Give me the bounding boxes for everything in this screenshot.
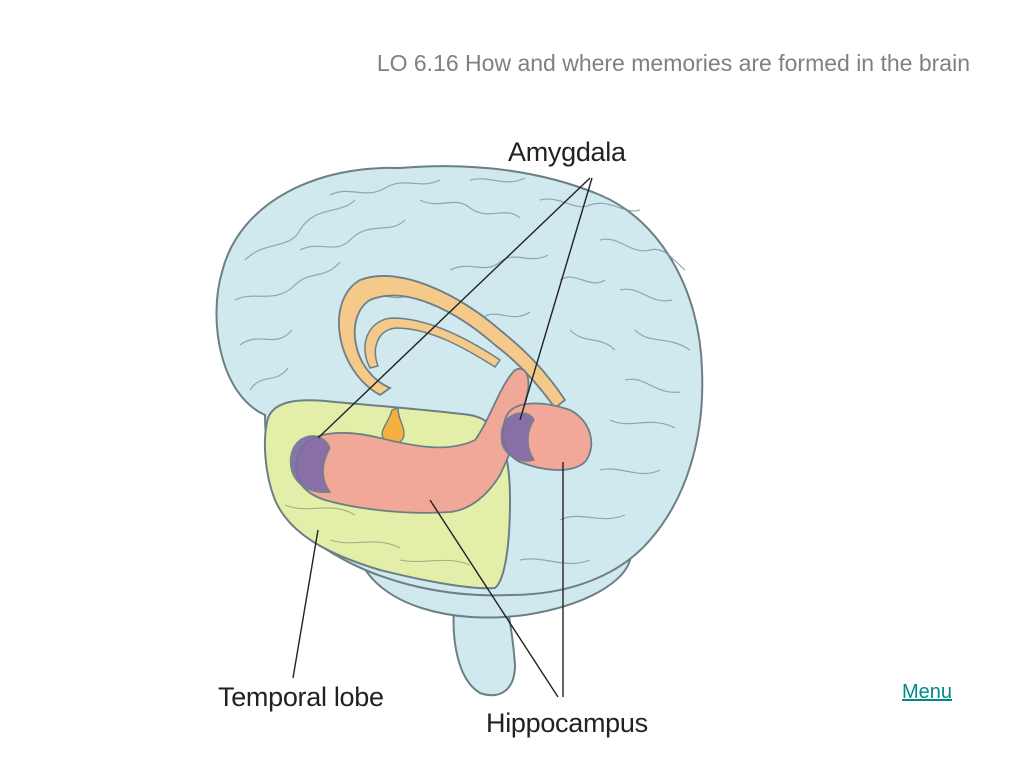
amygdala-left [289,435,332,494]
slide-title: LO 6.16 How and where memories are forme… [376,50,970,76]
temporal-lobe-label: Temporal lobe [218,682,384,712]
brain-folds [234,177,691,565]
hippocampus-leader-left [429,499,559,698]
brain-stem [452,594,517,697]
hippocampus-label: Hippocampus [486,708,648,738]
amygdala-leader-right [519,177,593,421]
amygdala-right [500,412,536,462]
amygdala-label: Amygdala [508,137,627,167]
amygdala-leader-left [317,177,591,439]
temporal-lobe-leader [292,529,319,679]
leader-lines [292,177,593,698]
menu-link[interactable]: Menu [902,681,953,703]
hippocampus-left [295,367,530,514]
fornix [338,275,567,410]
